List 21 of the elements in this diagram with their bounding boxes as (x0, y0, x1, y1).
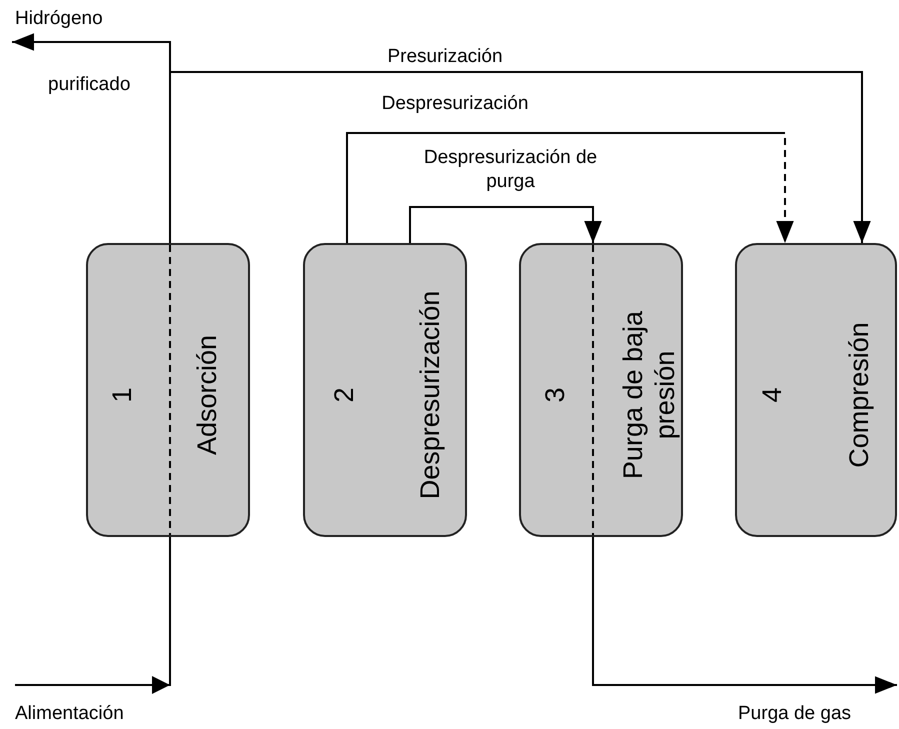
step-name: Adsorción (191, 334, 223, 458)
step-number: 2 (328, 386, 360, 405)
step-name: Despresurización (414, 290, 446, 502)
vessel-box (519, 243, 683, 537)
vessel-box (303, 243, 467, 537)
step-number: 1 (106, 386, 138, 405)
flow-arrow (592, 537, 897, 694)
flow-arrow (15, 537, 171, 694)
vessel-box (735, 243, 897, 537)
stream-label: Purga de gas (738, 703, 852, 725)
stream-label: Alimentación (15, 703, 124, 725)
step-name: Purga de baja presión (617, 310, 681, 482)
stream-label: purificado (48, 74, 130, 96)
stream-label: Hidrógeno (15, 8, 103, 30)
step-number: 4 (756, 386, 788, 405)
flow-arrow (346, 132, 794, 243)
step-number: 3 (539, 386, 571, 405)
vessel-box (86, 243, 250, 537)
step-name: Compresión (843, 321, 875, 470)
flow-arrow (169, 71, 871, 243)
flow-arrow (409, 206, 602, 243)
